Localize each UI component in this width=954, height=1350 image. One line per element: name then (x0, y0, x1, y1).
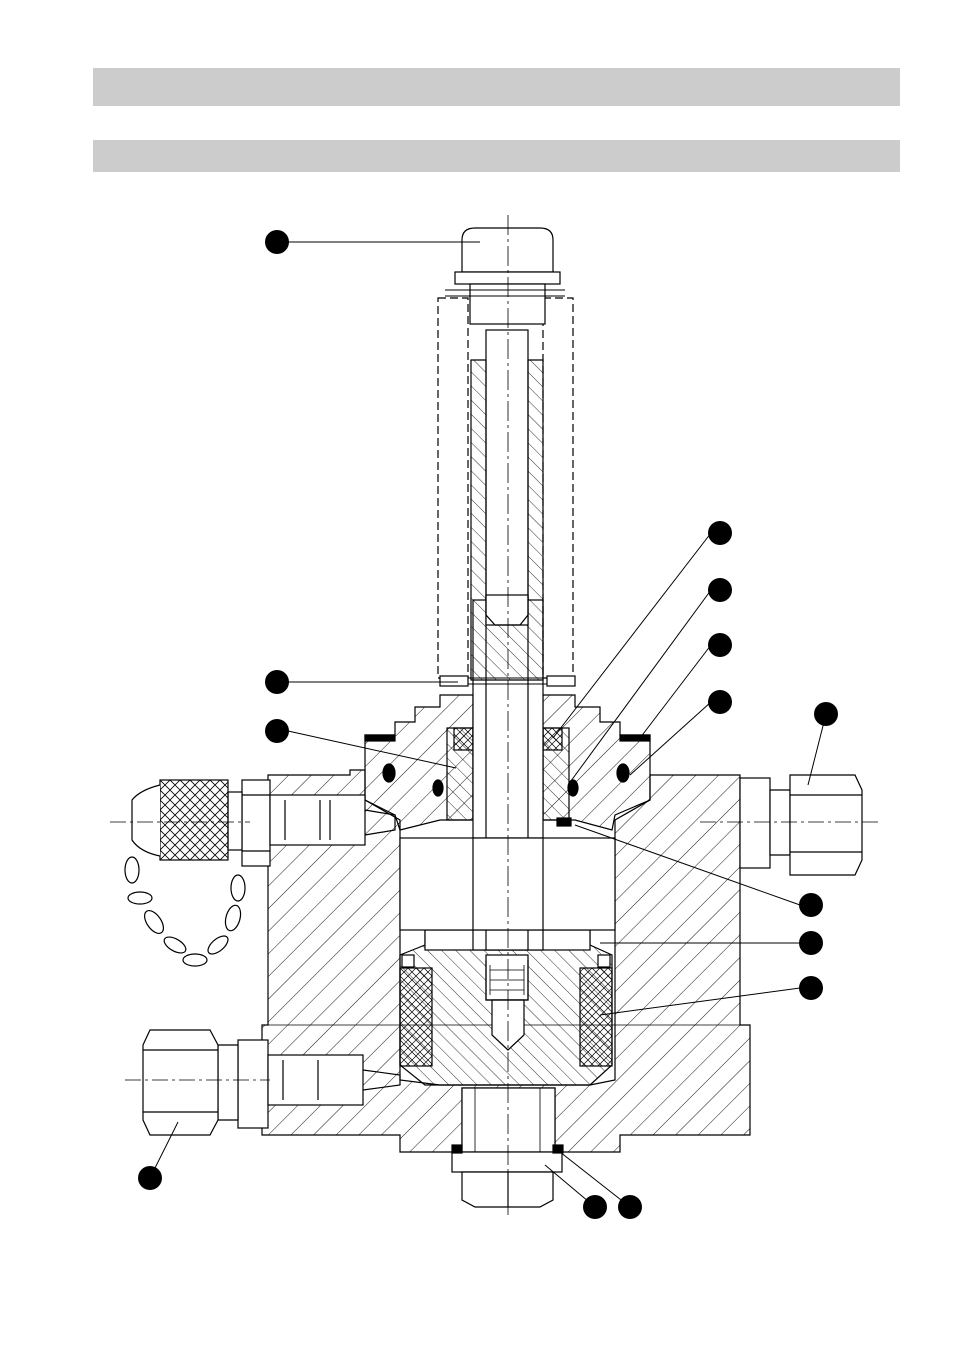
quick-coupling (110, 779, 396, 867)
piston-part (399, 929, 613, 1086)
drain-plug-part (451, 1087, 564, 1208)
callout-piston-packing (799, 976, 823, 1000)
callout-markers (138, 230, 838, 1219)
leader-lines (149, 241, 827, 1208)
flat-gasket-part (364, 734, 651, 827)
callout-lower-seal (799, 893, 823, 917)
header-bar (93, 68, 900, 106)
chain (124, 856, 246, 967)
callout-plug-seal (618, 1195, 642, 1219)
o-rings (382, 763, 630, 797)
callout-bush-o-ring (708, 690, 732, 714)
plunger-cap-part (445, 227, 565, 325)
outlet-fitting-part (700, 774, 880, 876)
cylinder-chamber (399, 837, 616, 931)
callout-rod-seal (708, 521, 732, 545)
callout-guide-bush (265, 719, 289, 743)
callout-outlet-fitting (814, 702, 838, 726)
callout-drain-plug (583, 1195, 607, 1219)
callout-piston (799, 931, 823, 955)
callout-inlet-fitting (138, 1166, 162, 1190)
callout-plunger-cap (265, 230, 289, 254)
retaining-ring-part (439, 675, 576, 687)
callout-flat-gasket (708, 633, 732, 657)
callout-cover-o-ring (708, 578, 732, 602)
inlet-fitting-part (125, 1029, 401, 1136)
guide-sleeve (437, 297, 574, 681)
rod-seal-part (453, 727, 563, 751)
subheader-bar (93, 140, 900, 172)
callout-retaining-ring (265, 670, 289, 694)
